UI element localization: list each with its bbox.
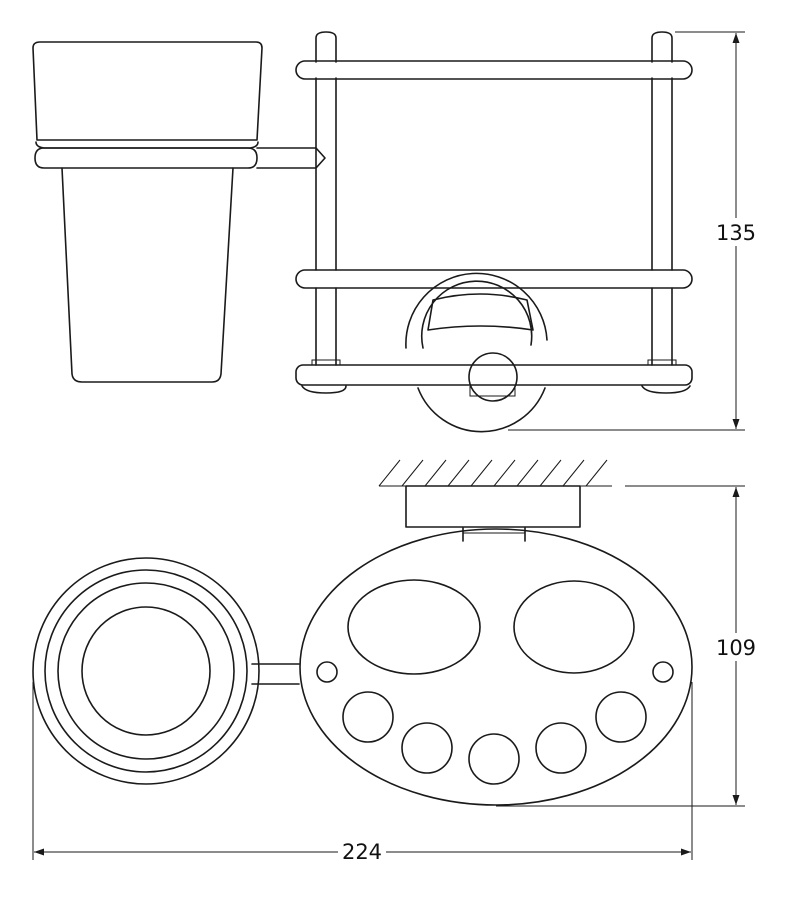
tumbler-holder-top bbox=[32, 557, 260, 785]
brush-hole-4 bbox=[535, 722, 587, 774]
middle-shelf bbox=[295, 269, 693, 289]
right-post bbox=[651, 31, 673, 366]
bottom-tray bbox=[295, 359, 693, 397]
cup-hole-right bbox=[513, 580, 635, 674]
mount-hole-left bbox=[316, 661, 338, 683]
wall-hatching bbox=[378, 459, 745, 487]
tumbler-front bbox=[32, 41, 263, 383]
oval-tray-top bbox=[299, 528, 693, 806]
wall-bracket-top bbox=[405, 485, 581, 542]
holder-ring bbox=[34, 147, 258, 169]
dimension-width: 224 bbox=[32, 682, 693, 864]
brush-hole-2 bbox=[401, 722, 453, 774]
connecting-arm-top bbox=[251, 663, 300, 685]
dimension-depth: 109 bbox=[496, 487, 756, 807]
dimension-height: 135 bbox=[508, 31, 756, 431]
brush-hole-3 bbox=[468, 733, 520, 785]
dimension-height-label: 135 bbox=[716, 221, 756, 245]
left-post bbox=[315, 31, 337, 366]
dimension-depth-label: 109 bbox=[716, 636, 756, 660]
cup-hole-left bbox=[347, 579, 481, 675]
support-arm bbox=[256, 147, 326, 169]
mount-hole-right bbox=[652, 661, 674, 683]
dimension-width-label: 224 bbox=[342, 840, 382, 864]
wall-bracket-front bbox=[405, 272, 548, 433]
brush-hole-5 bbox=[595, 691, 647, 743]
brush-hole-1 bbox=[342, 691, 394, 743]
top-shelf bbox=[295, 60, 693, 80]
front-view bbox=[32, 31, 693, 433]
top-view bbox=[32, 459, 745, 806]
